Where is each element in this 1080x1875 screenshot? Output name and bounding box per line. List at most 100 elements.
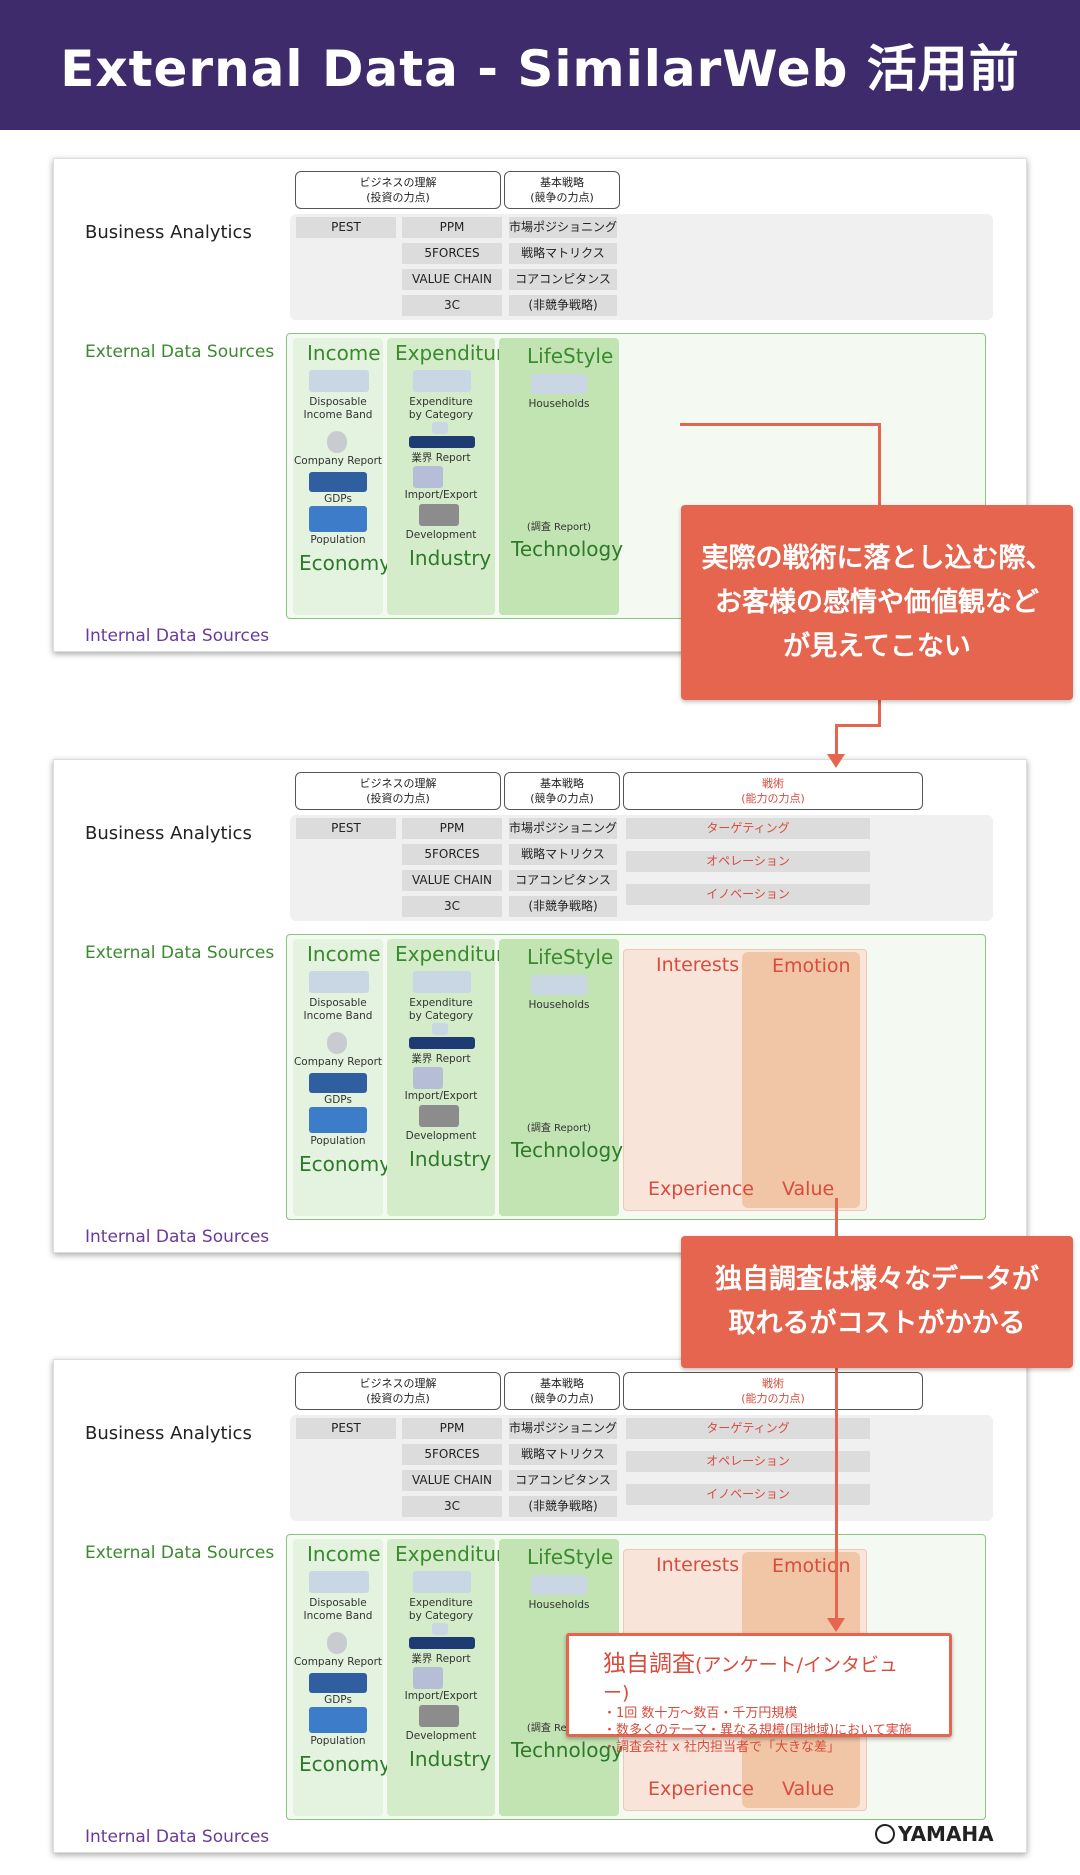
- tactics-quadrant: Interests Emotion Experience Value: [623, 949, 867, 1211]
- header-strategy: 基本戦略 (競争の力点): [504, 1372, 620, 1410]
- cell-core-competence: コアコンピタンス: [509, 1470, 617, 1491]
- experience-label: Experience: [648, 1178, 754, 1200]
- cell-3c: 3C: [402, 295, 502, 316]
- euromonitor-logo: [309, 971, 369, 993]
- euromonitor-logo: [413, 971, 471, 993]
- business-analytics-area: PEST PPM 5FORCES VALUE CHAIN 3C 市場ポジショニン…: [290, 815, 993, 921]
- trade-logo: [413, 1667, 443, 1689]
- cell-value-chain: VALUE CHAIN: [402, 1470, 502, 1491]
- external-sources-label: External Data Sources: [85, 943, 275, 963]
- cell-5forces: 5FORCES: [402, 844, 502, 865]
- bureau-logo: [409, 1037, 475, 1049]
- trade-logo: [413, 466, 443, 488]
- slide-1: Business Analytics ビジネスの理解 (投資の力点) 基本戦略 …: [53, 158, 1027, 652]
- un-logo: [309, 1707, 367, 1733]
- arrow-down-icon: [827, 754, 845, 768]
- header-tactics: 戦術 (能力の力点): [623, 772, 923, 810]
- external-sources-label: External Data Sources: [85, 342, 275, 362]
- cell-positioning: 市場ポジショニング: [509, 217, 617, 238]
- development-logo: [419, 504, 459, 526]
- cell-positioning: 市場ポジショニング: [509, 818, 617, 839]
- header-strategy: 基本戦略 (競争の力点): [504, 171, 620, 209]
- cell-non-compete: (非競争戦略): [509, 1496, 617, 1517]
- interests-label: Interests: [656, 954, 740, 976]
- emotion-label: Emotion: [772, 1555, 851, 1577]
- internal-sources-label: Internal Data Sources: [85, 626, 270, 646]
- header-understanding: ビジネスの理解 (投資の力点): [295, 772, 501, 810]
- yamaha-logo: YAMAHA: [875, 1822, 994, 1846]
- stat-logo: [432, 1023, 448, 1035]
- euromonitor-logo: [413, 370, 471, 392]
- connector-line: [835, 1198, 838, 1236]
- development-logo: [419, 1105, 459, 1127]
- cell-operation: オペレーション: [626, 851, 870, 872]
- cell-3c: 3C: [402, 896, 502, 917]
- business-analytics-label: Business Analytics: [85, 1423, 252, 1444]
- cell-positioning: 市場ポジショニング: [509, 1418, 617, 1439]
- euromonitor-logo: [309, 1571, 369, 1593]
- cell-matrix: 戦略マトリクス: [509, 1444, 617, 1465]
- company-logo: [327, 1632, 347, 1654]
- header-strategy: 基本戦略 (競争の力点): [504, 772, 620, 810]
- cell-pest: PEST: [296, 217, 396, 238]
- euromonitor-logo: [531, 374, 587, 394]
- internal-sources-label: Internal Data Sources: [85, 1827, 270, 1847]
- experience-label: Experience: [648, 1778, 754, 1800]
- cell-operation: オペレーション: [626, 1451, 870, 1472]
- stat-logo: [432, 422, 448, 434]
- business-analytics-label: Business Analytics: [85, 823, 252, 844]
- euromonitor-logo: [309, 370, 369, 392]
- cell-5forces: 5FORCES: [402, 1444, 502, 1465]
- connector-line: [835, 724, 881, 727]
- company-logo: [327, 431, 347, 453]
- cell-ppm: PPM: [402, 1418, 502, 1439]
- cell-core-competence: コアコンピタンス: [509, 870, 617, 891]
- external-sources-label: External Data Sources: [85, 1543, 275, 1563]
- header-understanding: ビジネスの理解 (投資の力点): [295, 171, 501, 209]
- arrow-down-icon: [827, 1618, 845, 1632]
- euromonitor-logo: [413, 1571, 471, 1593]
- imf-logo: [309, 472, 367, 492]
- connector-line: [835, 1368, 838, 1622]
- un-logo: [309, 1107, 367, 1133]
- cell-non-compete: (非競争戦略): [509, 295, 617, 316]
- connector-line: [680, 423, 880, 426]
- cell-5forces: 5FORCES: [402, 243, 502, 264]
- development-logo: [419, 1705, 459, 1727]
- cell-ppm: PPM: [402, 217, 502, 238]
- cell-3c: 3C: [402, 1496, 502, 1517]
- cell-targeting: ターゲティング: [626, 1418, 870, 1439]
- stat-logo: [432, 1623, 448, 1635]
- connector-line: [835, 724, 838, 758]
- cell-non-compete: (非競争戦略): [509, 896, 617, 917]
- cell-value-chain: VALUE CHAIN: [402, 269, 502, 290]
- page-title: External Data - SimilarWeb 活用前: [0, 0, 1080, 130]
- emotion-label: Emotion: [772, 955, 851, 977]
- bureau-logo: [409, 1637, 475, 1649]
- tuning-fork-icon: [875, 1824, 895, 1844]
- business-analytics-label: Business Analytics: [85, 222, 252, 243]
- header-tactics: 戦術 (能力の力点): [623, 1372, 923, 1410]
- value-label: Value: [782, 1778, 835, 1800]
- business-analytics-area: PEST PPM 5FORCES VALUE CHAIN 3C 市場ポジショニン…: [290, 214, 993, 320]
- euromonitor-logo: [531, 975, 587, 995]
- callout-first: 実際の戦術に落とし込む際、 お客様の感情や価値観など が見えてこない: [681, 505, 1073, 700]
- emotion-value-panel: [742, 952, 860, 1208]
- euromonitor-logo: [531, 1575, 587, 1595]
- value-label: Value: [782, 1178, 835, 1200]
- trade-logo: [413, 1067, 443, 1089]
- un-logo: [309, 506, 367, 532]
- connector-line: [878, 700, 881, 726]
- header-understanding: ビジネスの理解 (投資の力点): [295, 1372, 501, 1410]
- cell-innovation: イノベーション: [626, 884, 870, 905]
- imf-logo: [309, 1073, 367, 1093]
- slide-3: Business Analytics ビジネスの理解 (投資の力点) 基本戦略 …: [53, 1359, 1027, 1853]
- survey-box: 独自調査(アンケート/インタビュー) ・1回 数十万〜数百・千万円規模 ・数多く…: [566, 1633, 952, 1755]
- internal-sources-label: Internal Data Sources: [85, 1227, 270, 1247]
